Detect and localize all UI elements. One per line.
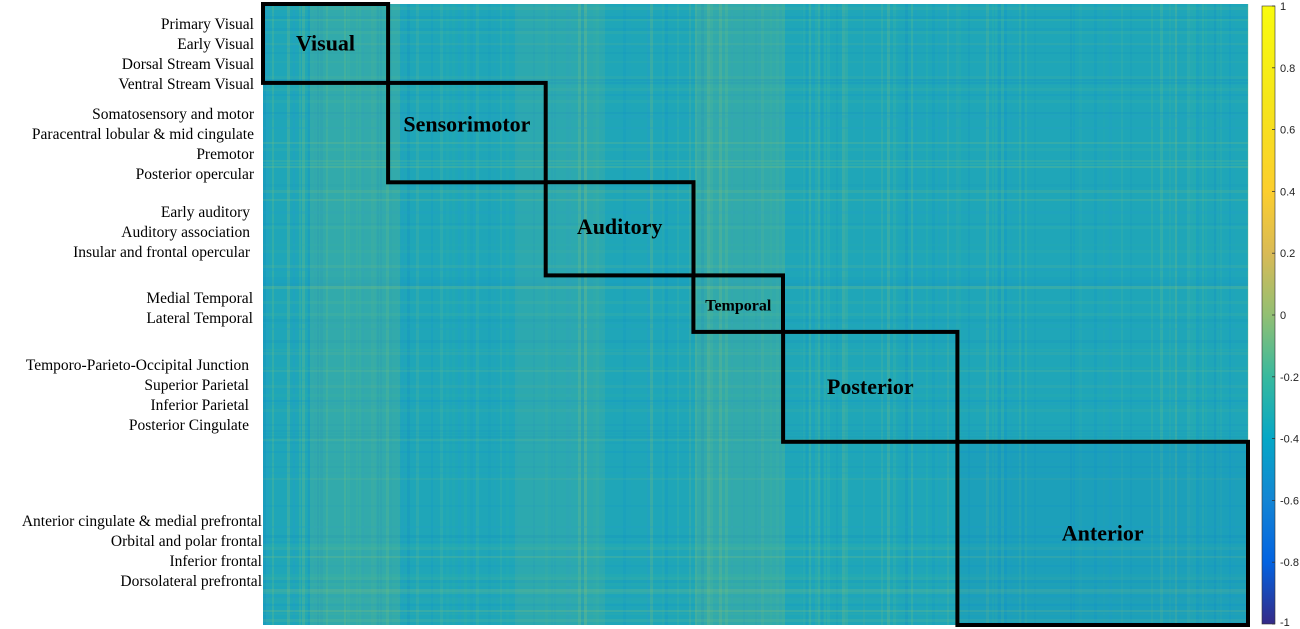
block-label-auditory: Auditory — [577, 214, 663, 239]
row-label-ventral-stream-visual: Ventral Stream Visual — [118, 76, 254, 93]
block-outline-sensorimotor — [386, 80, 548, 185]
colorbar-tick-label: -1 — [1280, 617, 1290, 629]
row-label-early-visual: Early Visual — [177, 36, 254, 53]
row-label-primary-visual: Primary Visual — [161, 16, 254, 33]
row-label-paracentral-lobular-mid-cingulate: Paracentral lobular & mid cingulate — [32, 126, 254, 143]
row-label-anterior-cingulate-medial-prefrontal: Anterior cingulate & medial prefrontal — [22, 513, 262, 530]
row-label-orbital-and-polar-frontal: Orbital and polar frontal — [111, 533, 262, 550]
row-label-auditory-association: Auditory association — [121, 224, 250, 241]
block-outline-visual — [261, 2, 391, 85]
colorbar-tick-label: 0.2 — [1280, 248, 1295, 260]
colorbar-tick-label: 0 — [1280, 310, 1286, 322]
colorbar-tick-label: 1 — [1280, 1, 1286, 13]
heatmap-background — [263, 4, 1248, 625]
block-label-visual: Visual — [296, 30, 355, 55]
row-label-early-auditory: Early auditory — [161, 204, 250, 221]
row-label-superior-parietal: Superior Parietal — [144, 377, 249, 394]
row-label-posterior-opercular: Posterior opercular — [136, 166, 255, 183]
row-label-insular-and-frontal-opercular: Insular and frontal opercular — [73, 244, 251, 261]
colorbar: 1 0.8 0.6 0.4 0.2 0 -0.2 -0.4 -0.6 -0.8 -1 — [1261, 1, 1299, 629]
block-label-temporal: Temporal — [705, 298, 772, 315]
row-label-temporo-parieto-occipital-junction: Temporo-Parieto-Occipital Junction — [26, 357, 249, 374]
row-label-inferior-parietal: Inferior Parietal — [150, 397, 249, 414]
colorbar-tick-label: 0.6 — [1280, 125, 1295, 137]
block-outline-posterior — [781, 329, 960, 444]
block-outline-temporal — [691, 273, 786, 334]
network-blocks: VisualSensorimotorAuditoryTemporalPoster… — [261, 2, 1251, 627]
row-label-somatosensory-and-motor: Somatosensory and motor — [92, 106, 255, 123]
row-label-premotor: Premotor — [196, 146, 255, 163]
heatmap-matrix — [263, 4, 1249, 625]
colorbar-tick-label: 0.8 — [1280, 63, 1295, 75]
block-label-sensorimotor: Sensorimotor — [403, 112, 530, 137]
row-label-posterior-cingulate: Posterior Cingulate — [129, 417, 249, 434]
block-outline-auditory — [543, 180, 696, 278]
colorbar-tick-label: -0.4 — [1280, 434, 1299, 446]
block-outline-anterior — [955, 439, 1251, 627]
row-label-dorsolateral-prefrontal: Dorsolateral prefrontal — [120, 573, 262, 590]
row-label-medial-temporal: Medial Temporal — [146, 290, 253, 307]
block-label-posterior: Posterior — [827, 374, 914, 399]
colorbar-tick-label: -0.8 — [1280, 557, 1299, 569]
block-label-anterior: Anterior — [1062, 520, 1144, 545]
row-label-dorsal-stream-visual: Dorsal Stream Visual — [122, 56, 254, 73]
row-label-lateral-temporal: Lateral Temporal — [146, 310, 253, 327]
colorbar-tick-label: -0.2 — [1280, 372, 1299, 384]
colorbar-tick-label: 0.4 — [1280, 186, 1295, 198]
colorbar-tick-label: -0.6 — [1280, 495, 1299, 507]
row-label-inferior-frontal: Inferior frontal — [169, 553, 262, 570]
